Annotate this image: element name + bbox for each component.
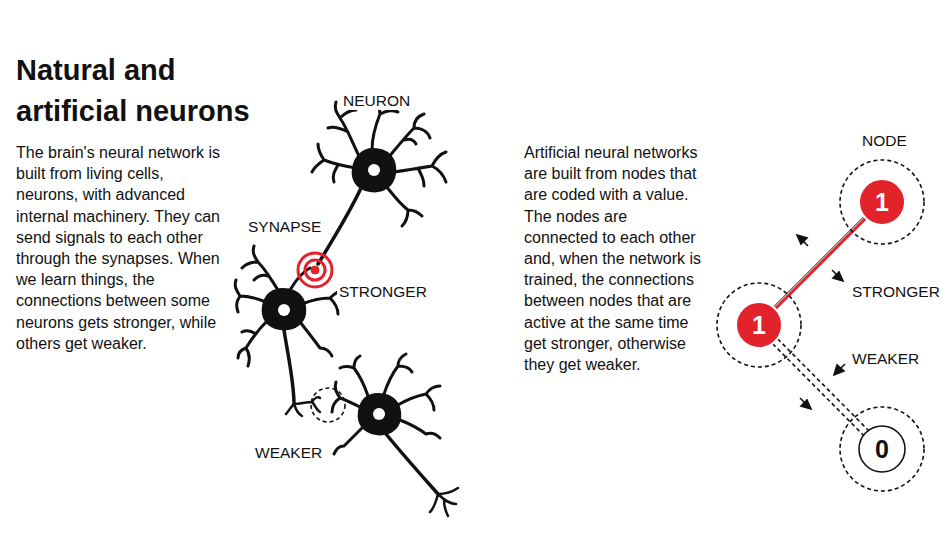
synapse-target xyxy=(298,253,332,287)
part-name: WEAKER xyxy=(850,350,921,368)
part-name: STRONGER xyxy=(337,283,429,301)
part-name: NODE xyxy=(860,132,909,150)
body-paragraph: Artificial neural networks are built fro… xyxy=(524,142,704,375)
part-name: SYNAPSE xyxy=(246,218,323,236)
body-paragraph: The brain's neural network is built from… xyxy=(16,142,230,354)
synapse-weak xyxy=(311,388,345,422)
node-value: 1 xyxy=(838,158,926,246)
part-name: NEURON xyxy=(341,92,412,110)
part-name: WEAKER xyxy=(253,444,324,462)
part-name: STRONGER xyxy=(850,283,942,301)
node-value: 1 xyxy=(715,281,803,369)
title-heading: Natural and artificial neurons xyxy=(16,50,278,132)
network-node: 1 xyxy=(715,281,803,369)
neuron-bottom xyxy=(332,354,458,516)
network-node: 1 xyxy=(838,158,926,246)
neuron-middle xyxy=(235,246,346,416)
node-value: 0 xyxy=(838,405,926,493)
neuron-top xyxy=(312,98,446,264)
network-node: 0 xyxy=(838,405,926,493)
